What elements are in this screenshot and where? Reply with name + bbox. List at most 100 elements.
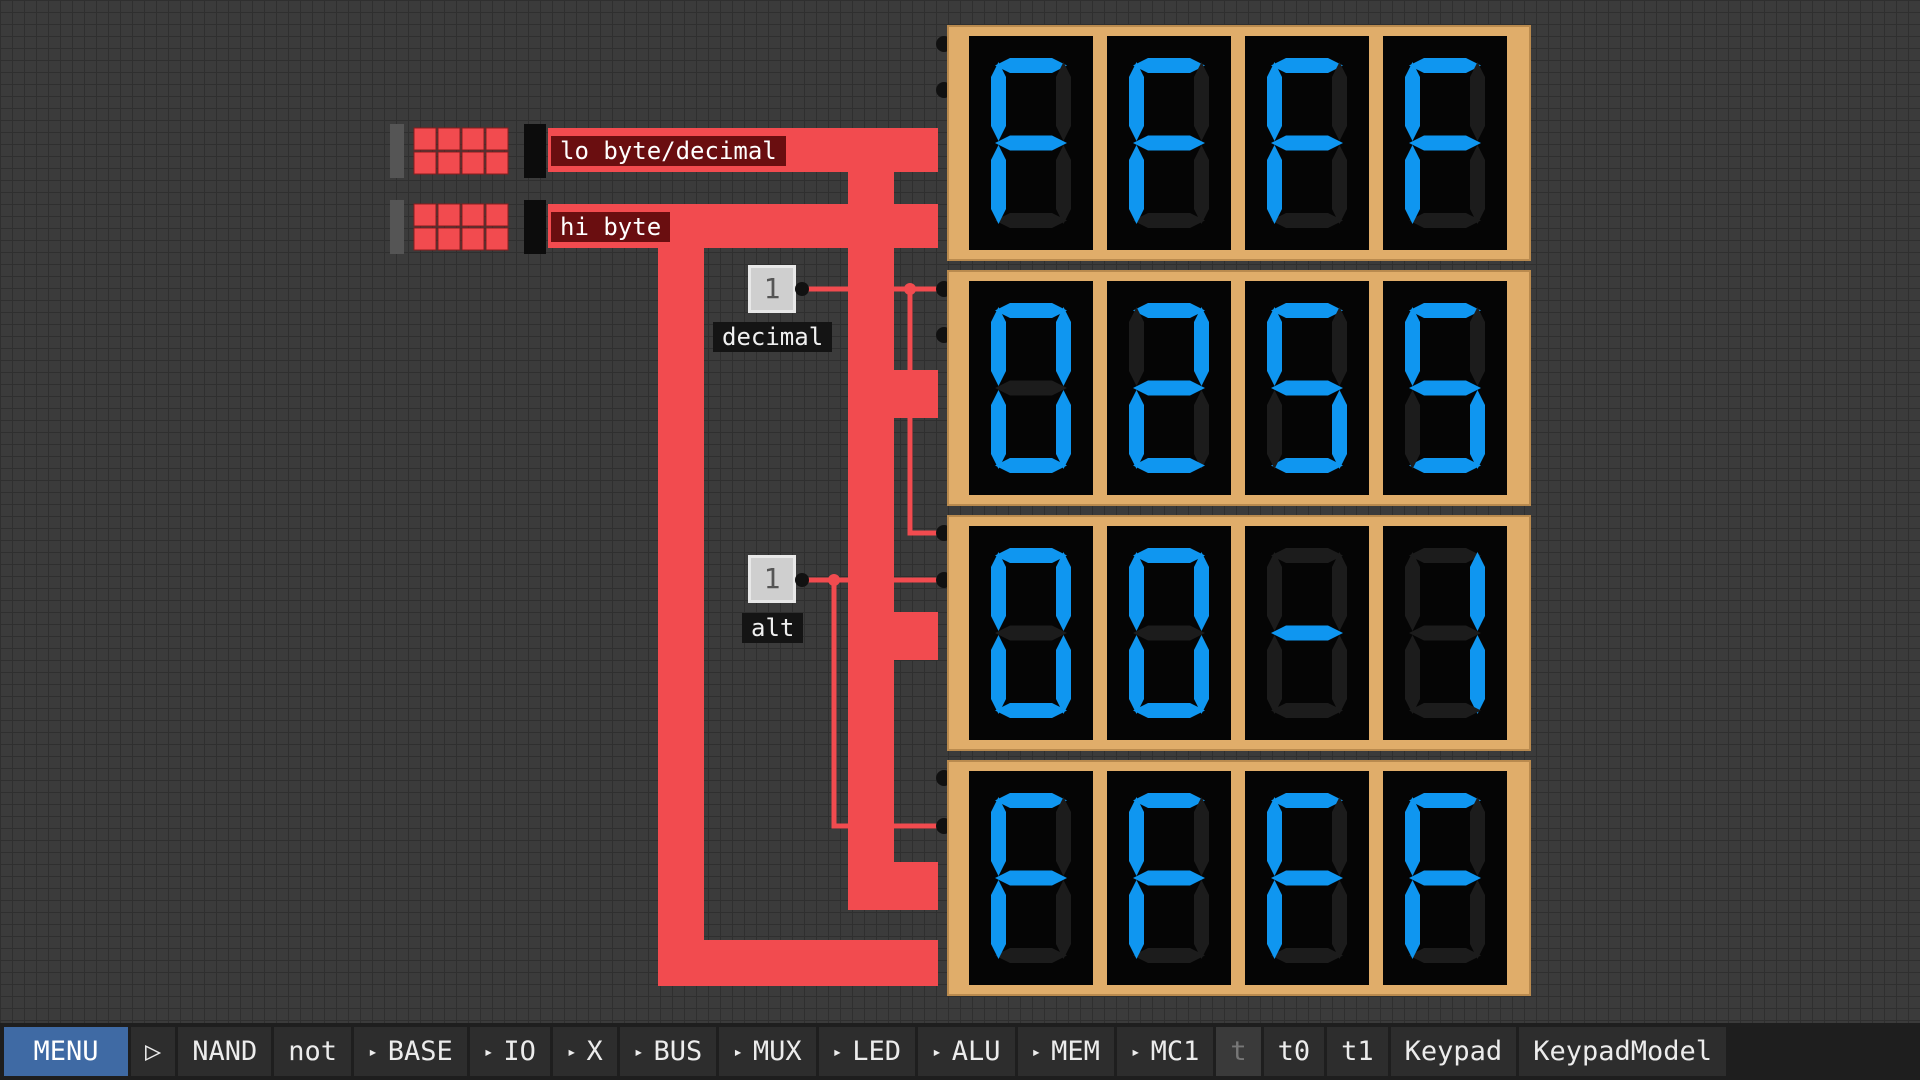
toolbar-item-mux[interactable]: ▸MUX: [719, 1027, 816, 1076]
segment-e: [1129, 390, 1144, 469]
bus-wire: [848, 150, 894, 910]
bit-switch: [413, 127, 437, 151]
segment-b: [1056, 307, 1071, 386]
segment-e: [1267, 145, 1282, 224]
segment-a: [995, 793, 1067, 808]
segment-g: [1133, 380, 1205, 396]
segment-e: [991, 145, 1006, 224]
segment-g: [1409, 135, 1481, 151]
segment-d: [1271, 458, 1343, 473]
segment-e: [991, 635, 1006, 714]
toolbar-item-t0[interactable]: t0: [1263, 1027, 1325, 1076]
input-layer: [390, 124, 546, 254]
expand-arrow-icon: ▸: [1130, 1042, 1141, 1061]
toolbar-item-label: IO: [503, 1036, 536, 1067]
segment-d: [1271, 703, 1343, 718]
hex-display-2: [947, 270, 1531, 506]
hex-display-1: [947, 25, 1531, 261]
toolbar-item-t[interactable]: t: [1216, 1027, 1261, 1076]
toolbar-item-label: BASE: [387, 1036, 453, 1067]
bit-switch: [413, 151, 437, 175]
expand-arrow-icon: ▸: [566, 1042, 577, 1061]
toolbar-item-label: ALU: [951, 1036, 1001, 1067]
toolbar-item-mc1[interactable]: ▸MC1: [1116, 1027, 1214, 1076]
toolbar-item-base[interactable]: ▸BASE: [354, 1027, 467, 1076]
toolbar-item-label: ▷: [145, 1036, 162, 1067]
toolbar-item-nand[interactable]: NAND: [178, 1027, 272, 1076]
segment-f: [1129, 552, 1144, 631]
toolbar-item-t1[interactable]: t1: [1327, 1027, 1388, 1076]
wire-junction: [904, 283, 916, 295]
segment-e: [1405, 635, 1420, 714]
constant-decimal-label: decimal: [713, 322, 833, 352]
hi-byte-switches: [413, 203, 509, 251]
toolbar-item-mem[interactable]: ▸MEM: [1017, 1027, 1114, 1076]
toolbar-item-keypad[interactable]: Keypad: [1390, 1027, 1517, 1076]
signal-wire: [831, 580, 938, 829]
segment-c: [1056, 390, 1071, 469]
segment-f: [1267, 62, 1282, 141]
segment-a: [1409, 58, 1481, 73]
segment-b: [1194, 797, 1209, 876]
toolbar-item-led[interactable]: ▸LED: [818, 1027, 916, 1076]
toolbar-item-keypadmodel[interactable]: KeypadModel: [1519, 1027, 1726, 1076]
segment-d: [1409, 458, 1481, 473]
constant-decimal[interactable]: 1: [748, 265, 796, 313]
segment-a: [1271, 548, 1343, 563]
input-label-lo-byte: lo byte/decimal: [551, 136, 786, 166]
toolbar-item-io[interactable]: ▸ IO: [469, 1027, 550, 1076]
segment-d: [1271, 213, 1343, 228]
segment-a: [1409, 303, 1481, 318]
input-label-hi-byte: hi byte: [551, 212, 671, 242]
expand-arrow-icon: ▸: [733, 1042, 743, 1061]
segment-a: [1271, 793, 1343, 808]
segment-b: [1470, 307, 1485, 386]
toolbar-item-not[interactable]: not: [274, 1027, 352, 1076]
segment-f: [1267, 307, 1282, 386]
segment-g: [1271, 380, 1343, 396]
segment-c: [1332, 390, 1347, 469]
segment-c: [1470, 880, 1485, 959]
segment-c: [1056, 635, 1071, 714]
segment-f: [1129, 797, 1144, 876]
segment-e: [1405, 145, 1420, 224]
segment-b: [1056, 797, 1071, 876]
toolbar-item-label: NAND: [192, 1036, 258, 1067]
bus-wire: [894, 862, 938, 910]
constant-alt[interactable]: 1: [748, 555, 796, 603]
segment-c: [1194, 145, 1209, 224]
input-handle: [390, 124, 404, 178]
toolbar-item-x[interactable]: ▸X: [552, 1027, 617, 1076]
constant-decimal-pin: [795, 282, 809, 296]
bus-wire: [658, 248, 704, 986]
toolbar-item-alu[interactable]: ▸ ALU: [918, 1027, 1015, 1076]
segment-c: [1194, 880, 1209, 959]
segment-f: [1267, 797, 1282, 876]
bit-switch: [485, 203, 509, 227]
bit-switch: [437, 203, 461, 227]
segment-d: [1133, 213, 1205, 228]
segment-a: [1133, 548, 1205, 563]
toolbar-item-[interactable]: ▷: [131, 1027, 176, 1076]
toolbar-item-bus[interactable]: ▸BUS: [619, 1027, 717, 1076]
segment-d: [995, 213, 1067, 228]
toolbar-item-menu[interactable]: MENU: [4, 1027, 128, 1076]
segment-d: [1133, 458, 1205, 473]
bus-wire: [894, 370, 938, 418]
output-pin: [524, 200, 546, 254]
toolbar-item-label: t: [1230, 1036, 1247, 1067]
expand-arrow-icon: ▸: [483, 1042, 494, 1061]
segment-b: [1470, 797, 1485, 876]
segment-c: [1332, 880, 1347, 959]
wire-junction: [828, 574, 840, 586]
segment-f: [991, 62, 1006, 141]
segment-e: [1405, 880, 1420, 959]
toolbar-item-label: X: [586, 1036, 603, 1067]
bit-switch: [461, 151, 485, 175]
segment-f: [1129, 307, 1144, 386]
segment-b: [1470, 62, 1485, 141]
segment-g: [1409, 870, 1481, 886]
expand-arrow-icon: ▸: [932, 1042, 942, 1061]
segment-e: [991, 390, 1006, 469]
